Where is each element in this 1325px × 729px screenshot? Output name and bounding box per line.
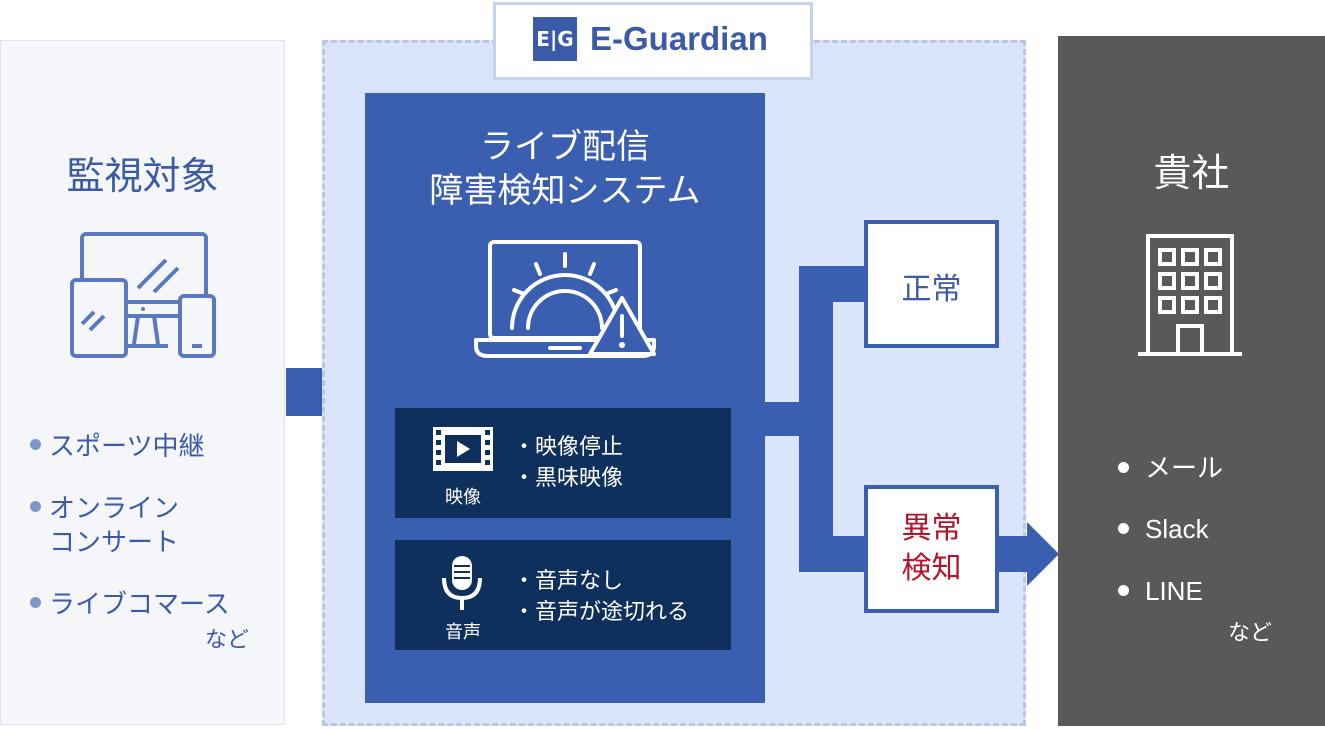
detection-system-title: ライブ配信 障害検知システム (429, 127, 701, 211)
microphone-icon (442, 556, 482, 610)
bullet-icon (30, 597, 41, 608)
client-panel (1058, 36, 1325, 726)
alert-arrow (999, 522, 1059, 586)
monitored-item-concert: オンライン コンサート (30, 492, 179, 560)
connector-to-anomaly (799, 536, 867, 572)
monitored-etc: など (205, 628, 250, 653)
bullet-icon (30, 501, 41, 512)
notify-item-line: LINE (1118, 574, 1203, 608)
bullet-icon (1118, 584, 1129, 596)
audio-caption: 音声 (445, 622, 481, 643)
monitored-targets-title: 監視対象 (66, 154, 219, 198)
video-check-list: ・映像停止 ・黒味映像 (513, 435, 624, 491)
devices-icon (70, 232, 216, 358)
audio-check-list: ・音声なし ・音声が途切れる (513, 569, 690, 625)
bullet-icon (1118, 461, 1129, 473)
video-caption: 映像 (445, 487, 481, 508)
connector-to-normal (799, 266, 867, 302)
client-title: 貴社 (1153, 151, 1230, 195)
eguardian-logo-mark: E|G (533, 17, 577, 61)
bullet-icon (1118, 522, 1129, 534)
bullet-icon (30, 439, 41, 450)
monitored-targets-panel (0, 40, 285, 725)
monitored-item-sports: スポーツ中継 (30, 430, 204, 464)
notify-item-slack: Slack (1118, 512, 1209, 546)
laptop-gear-warning-icon (474, 240, 656, 358)
normal-label: 正常 (901, 272, 962, 307)
monitored-item-commerce: ライブコマース (30, 588, 230, 622)
eguardian-logo-text: E-Guardian (590, 20, 768, 57)
anomaly-result-box: 異常 検知 (864, 485, 999, 613)
normal-result-box: 正常 (864, 220, 999, 348)
anomaly-label: 異常 検知 (901, 511, 962, 586)
connector-vertical (799, 266, 833, 572)
client-etc: など (1228, 621, 1273, 646)
notify-item-mail: メール (1118, 451, 1223, 485)
video-film-icon (433, 427, 493, 471)
office-building-icon (1138, 234, 1242, 356)
